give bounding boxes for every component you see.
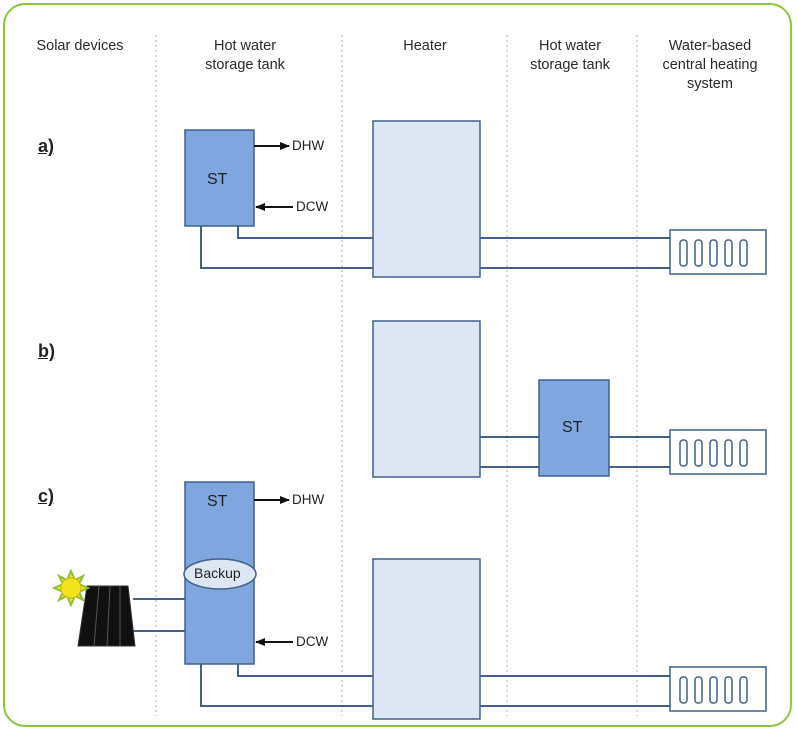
row-a-dhw-label: DHW [292, 138, 325, 153]
row-a-heater [372, 120, 481, 278]
row-a-storage-tank [184, 129, 255, 227]
row-c-pipes [133, 598, 672, 707]
column-header-storage-tank-1: Hot water storage tank [205, 38, 285, 73]
row-a-dcw-label: DCW [296, 199, 329, 214]
row-label-a: a) [38, 136, 55, 156]
solar-collector-icon [77, 585, 136, 647]
row-a-radiator-icon [669, 229, 767, 275]
row-b-radiator-icon [669, 429, 767, 475]
row-c-backup-label: Backup [194, 565, 241, 581]
row-b-storage-tank [538, 379, 610, 477]
column-header-central-heating: Water-based central heating system [662, 38, 758, 92]
column-header-solar-devices: Solar devices [36, 38, 124, 54]
row-a-tank-label: ST [207, 171, 228, 188]
row-b-tank-label: ST [562, 419, 583, 436]
row-label-b: b) [38, 341, 55, 361]
column-dividers [155, 35, 638, 716]
row-b-heater [372, 320, 481, 478]
row-c-radiator-icon [669, 666, 767, 712]
row-c-heater [372, 558, 481, 720]
row-c-dcw-label: DCW [296, 634, 329, 649]
sun-icon [51, 568, 91, 608]
row-c-backup-heater [183, 558, 257, 590]
row-a-pipes [200, 226, 672, 269]
column-header-heater: Heater [403, 38, 447, 54]
row-label-c: c) [38, 486, 55, 506]
column-header-storage-tank-2: Hot water storage tank [530, 38, 610, 73]
row-c-dhw-label: DHW [292, 492, 325, 507]
row-b-pipes [480, 436, 672, 468]
row-c-tank-label: ST [207, 493, 228, 510]
